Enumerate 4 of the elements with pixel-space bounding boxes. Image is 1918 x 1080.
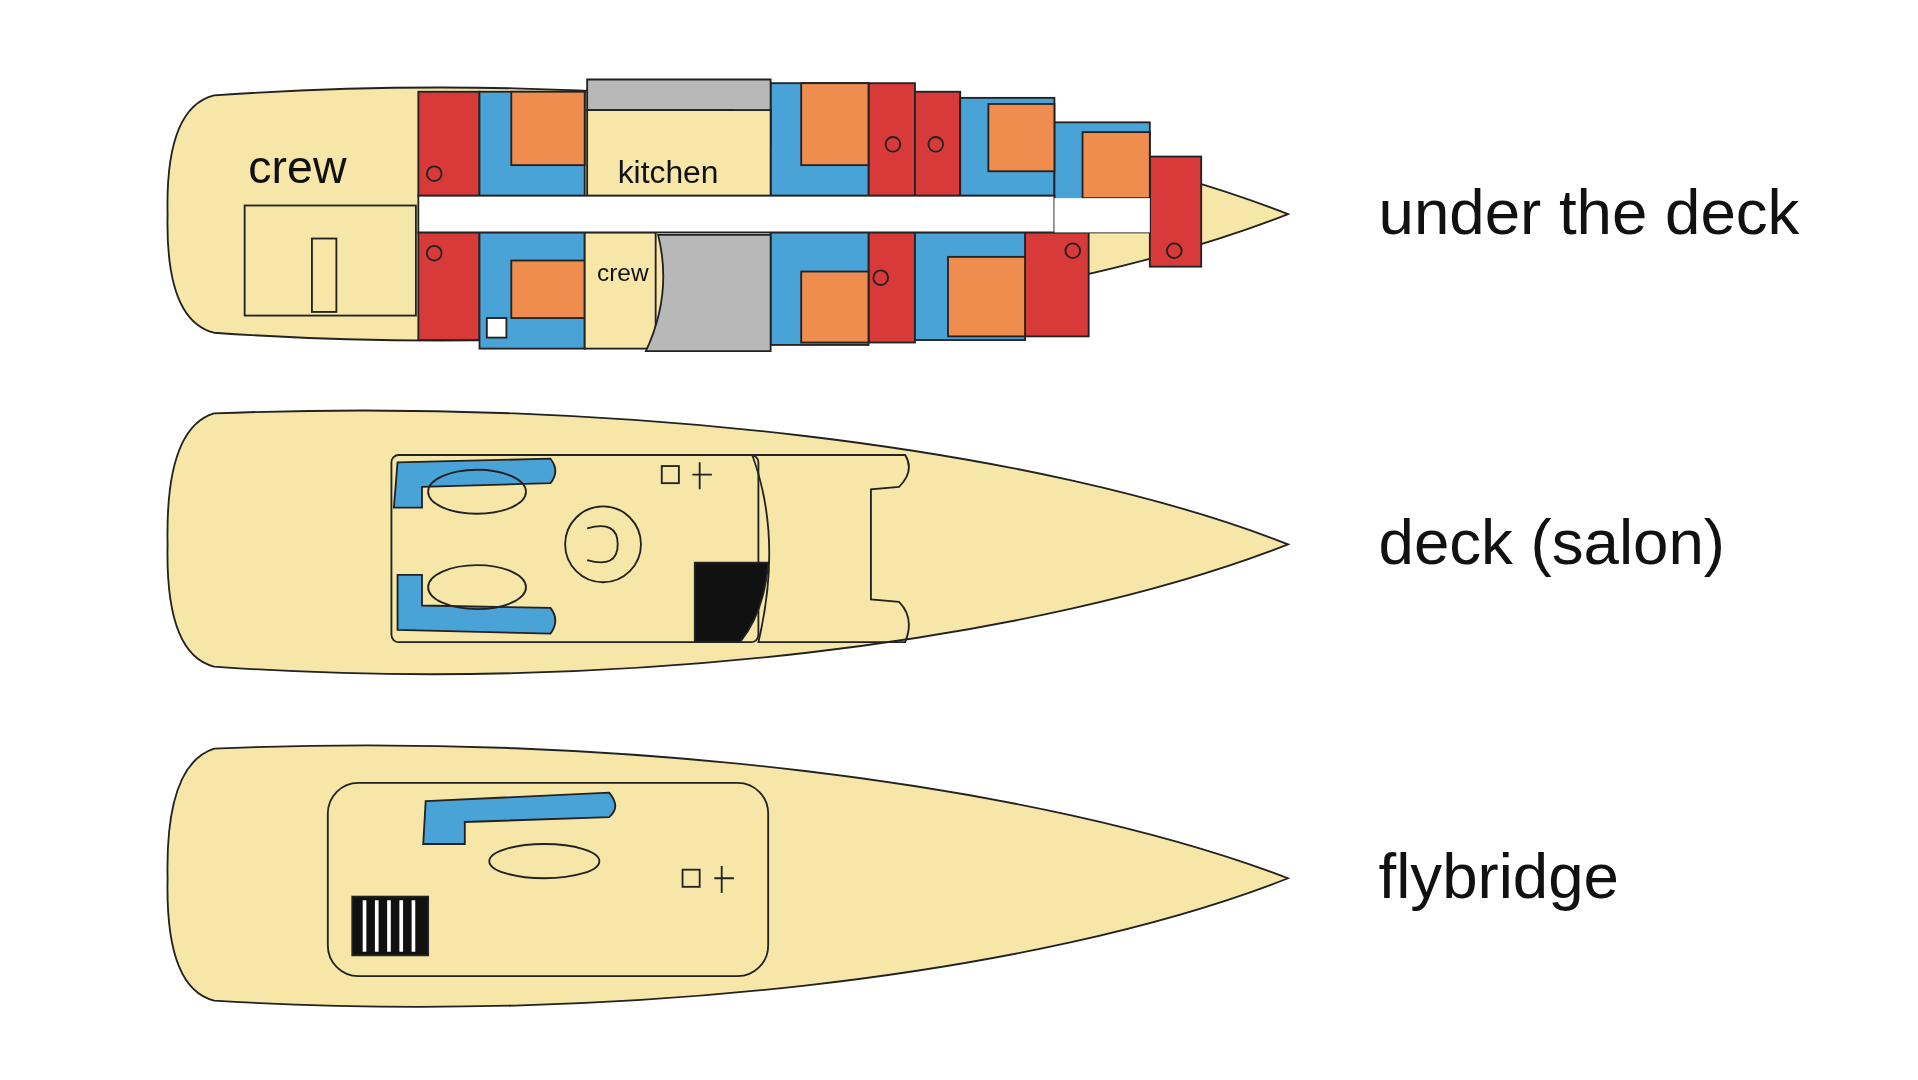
room-label: crew [248, 144, 347, 191]
deck-label: under the deck [1378, 179, 1800, 244]
room-label: crew [596, 260, 649, 285]
room-label: kitchen [617, 156, 719, 189]
